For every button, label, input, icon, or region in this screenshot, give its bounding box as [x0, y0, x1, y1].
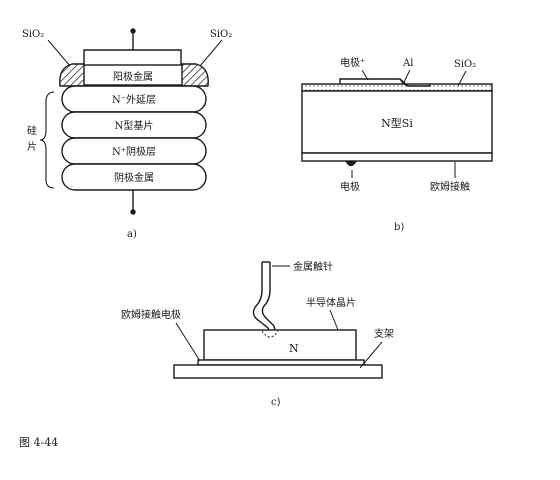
ohmic-electrode-label: 欧姆接触电极	[121, 308, 181, 321]
diagram-b-labels: 电极⁺ Al SiO₂ N型Si 电极 欧姆接触 b)	[340, 56, 476, 233]
al-contact	[399, 78, 411, 87]
cathode-metal-layer	[61, 163, 207, 191]
electrode-top-leader	[361, 69, 369, 81]
sio2-left-leader	[47, 39, 71, 67]
diagram-a-labels: SiO₂ SiO₂ 阳极金属 N⁻外延层 N型基片 N⁺阴极层 阴极金属 硅 片…	[22, 29, 232, 240]
metal-probe-label: 金属触针	[293, 260, 333, 273]
diagram-b	[301, 69, 493, 178]
al-label: Al	[402, 58, 413, 69]
sio2-layer	[301, 83, 493, 92]
caption-c: c)	[271, 397, 281, 408]
electrode-bottom-label: 电极	[340, 180, 360, 193]
wafer-side-label-bottom: 片	[27, 140, 37, 153]
n-substrate-label: N型基片	[115, 119, 154, 132]
sio2-right-block	[181, 63, 209, 87]
n-si-label: N型Si	[381, 116, 413, 130]
semiconductor-chip	[203, 329, 357, 361]
sio2-right-label: SiO₂	[210, 29, 232, 40]
probe-contact-point	[261, 330, 279, 338]
ohmic-label: 欧姆接触	[430, 180, 470, 193]
sio2-left-block	[59, 63, 85, 87]
sio2-b-label: SiO₂	[454, 59, 476, 70]
electrode-top-label: 电极⁺	[340, 56, 365, 69]
anode-metal-label: 阳极金属	[113, 70, 153, 83]
semiconductor-chip-label: 半导体晶片	[306, 296, 356, 309]
anode-metal-top	[83, 49, 182, 66]
figure-label: 图 4-44	[19, 436, 58, 449]
sio2-left-label: SiO₂	[22, 29, 44, 40]
diagram-c-labels: 金属触针 半导体晶片 欧姆接触电极 N 支架 c)	[121, 260, 394, 408]
caption-b: b)	[394, 222, 404, 233]
cathode-metal-label: 阴极金属	[114, 171, 154, 184]
wafer-side-label-top: 硅	[27, 124, 37, 137]
n-chip-label: N	[289, 342, 299, 355]
n-epi-label: N⁻外延层	[112, 94, 156, 106]
diagram-c	[173, 261, 383, 379]
caption-a: a)	[127, 229, 137, 240]
top-electrode	[339, 78, 431, 87]
n-si-body	[301, 90, 493, 154]
n-cathode-layer-label: N⁺阴极层	[112, 145, 156, 158]
cathode-terminal-dot	[130, 209, 136, 215]
diagram-a	[39, 28, 223, 215]
sio2-right-leader	[199, 39, 223, 67]
metal-probe-left-edge	[252, 262, 271, 337]
al-leader	[403, 69, 411, 83]
wafer-brace	[39, 91, 55, 189]
anode-terminal-dot	[130, 28, 136, 34]
ohmic-electrode-leader	[175, 322, 201, 362]
bracket-base	[173, 364, 383, 379]
ohmic-electrode-plate	[197, 359, 365, 366]
chip-leader	[329, 309, 339, 331]
ohmic-contact-layer	[301, 152, 493, 162]
bracket-leader	[359, 341, 383, 369]
sio2-b-leader	[457, 70, 467, 87]
bracket-label: 支架	[374, 328, 394, 340]
bottom-electrode-bump	[345, 160, 357, 167]
